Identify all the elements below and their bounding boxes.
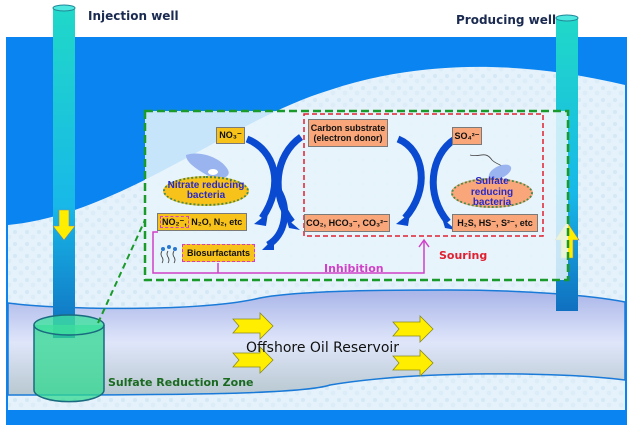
reservoir-flow-arrow — [392, 315, 434, 343]
inhibition-path — [152, 231, 430, 274]
sulfate-zone-cylinder — [33, 325, 105, 403]
injection-well-label: Injection well — [88, 9, 179, 23]
injection-well-pipe — [53, 8, 75, 338]
nitrate-products-box: NO₂⁻, N₂O, N₂, etc — [157, 213, 247, 231]
sulfate-input-box: SO₄²⁻ — [452, 127, 482, 145]
sulfate-reduction-arrow — [429, 136, 458, 225]
biosurfactants-box: Biosurfactants — [182, 244, 255, 262]
nitrate-bacterium-icon — [186, 153, 229, 179]
sulfide-products-box: H₂S, HS⁻, S²⁻, etc — [452, 214, 538, 232]
reservoir-flow-arrow — [232, 312, 274, 340]
nitrate-reduction-arrow — [245, 135, 279, 220]
zoom-connector-line — [97, 219, 146, 324]
nitrate-input-box: NO₃⁻ — [216, 127, 245, 144]
reservoir-flow-arrow — [232, 346, 274, 374]
carbon-substrate-box: Carbon substrate (electron donor) — [308, 119, 388, 147]
reservoir-flow-arrow — [392, 349, 434, 377]
reservoir-label: Offshore Oil Reservoir — [246, 340, 400, 356]
nitrite-item: NO₂⁻, — [160, 215, 189, 229]
sulfate-bacteria-label: Sulfate reducing bacteria — [451, 177, 533, 208]
carbon-to-co2-arrow — [396, 135, 425, 221]
oil-reservoir — [7, 289, 626, 396]
carbon-products-box: CO₂, HCO₃⁻, CO₃²⁻ — [304, 214, 390, 232]
producing-well-label: Producing well — [456, 13, 557, 27]
souring-region — [303, 113, 544, 237]
nitrate-bacteria-label: Nitrate reducing bacteria — [163, 176, 249, 206]
injection-flow-arrow — [52, 209, 76, 241]
inhibition-label: Inhibition — [324, 262, 384, 275]
sulfate-zone-label: Sulfate Reduction Zone — [108, 376, 254, 389]
souring-label: Souring — [439, 249, 488, 262]
biosurfactant-molecule-icon — [160, 250, 176, 264]
nitrogen-products: N₂O, N₂, etc — [191, 216, 243, 227]
